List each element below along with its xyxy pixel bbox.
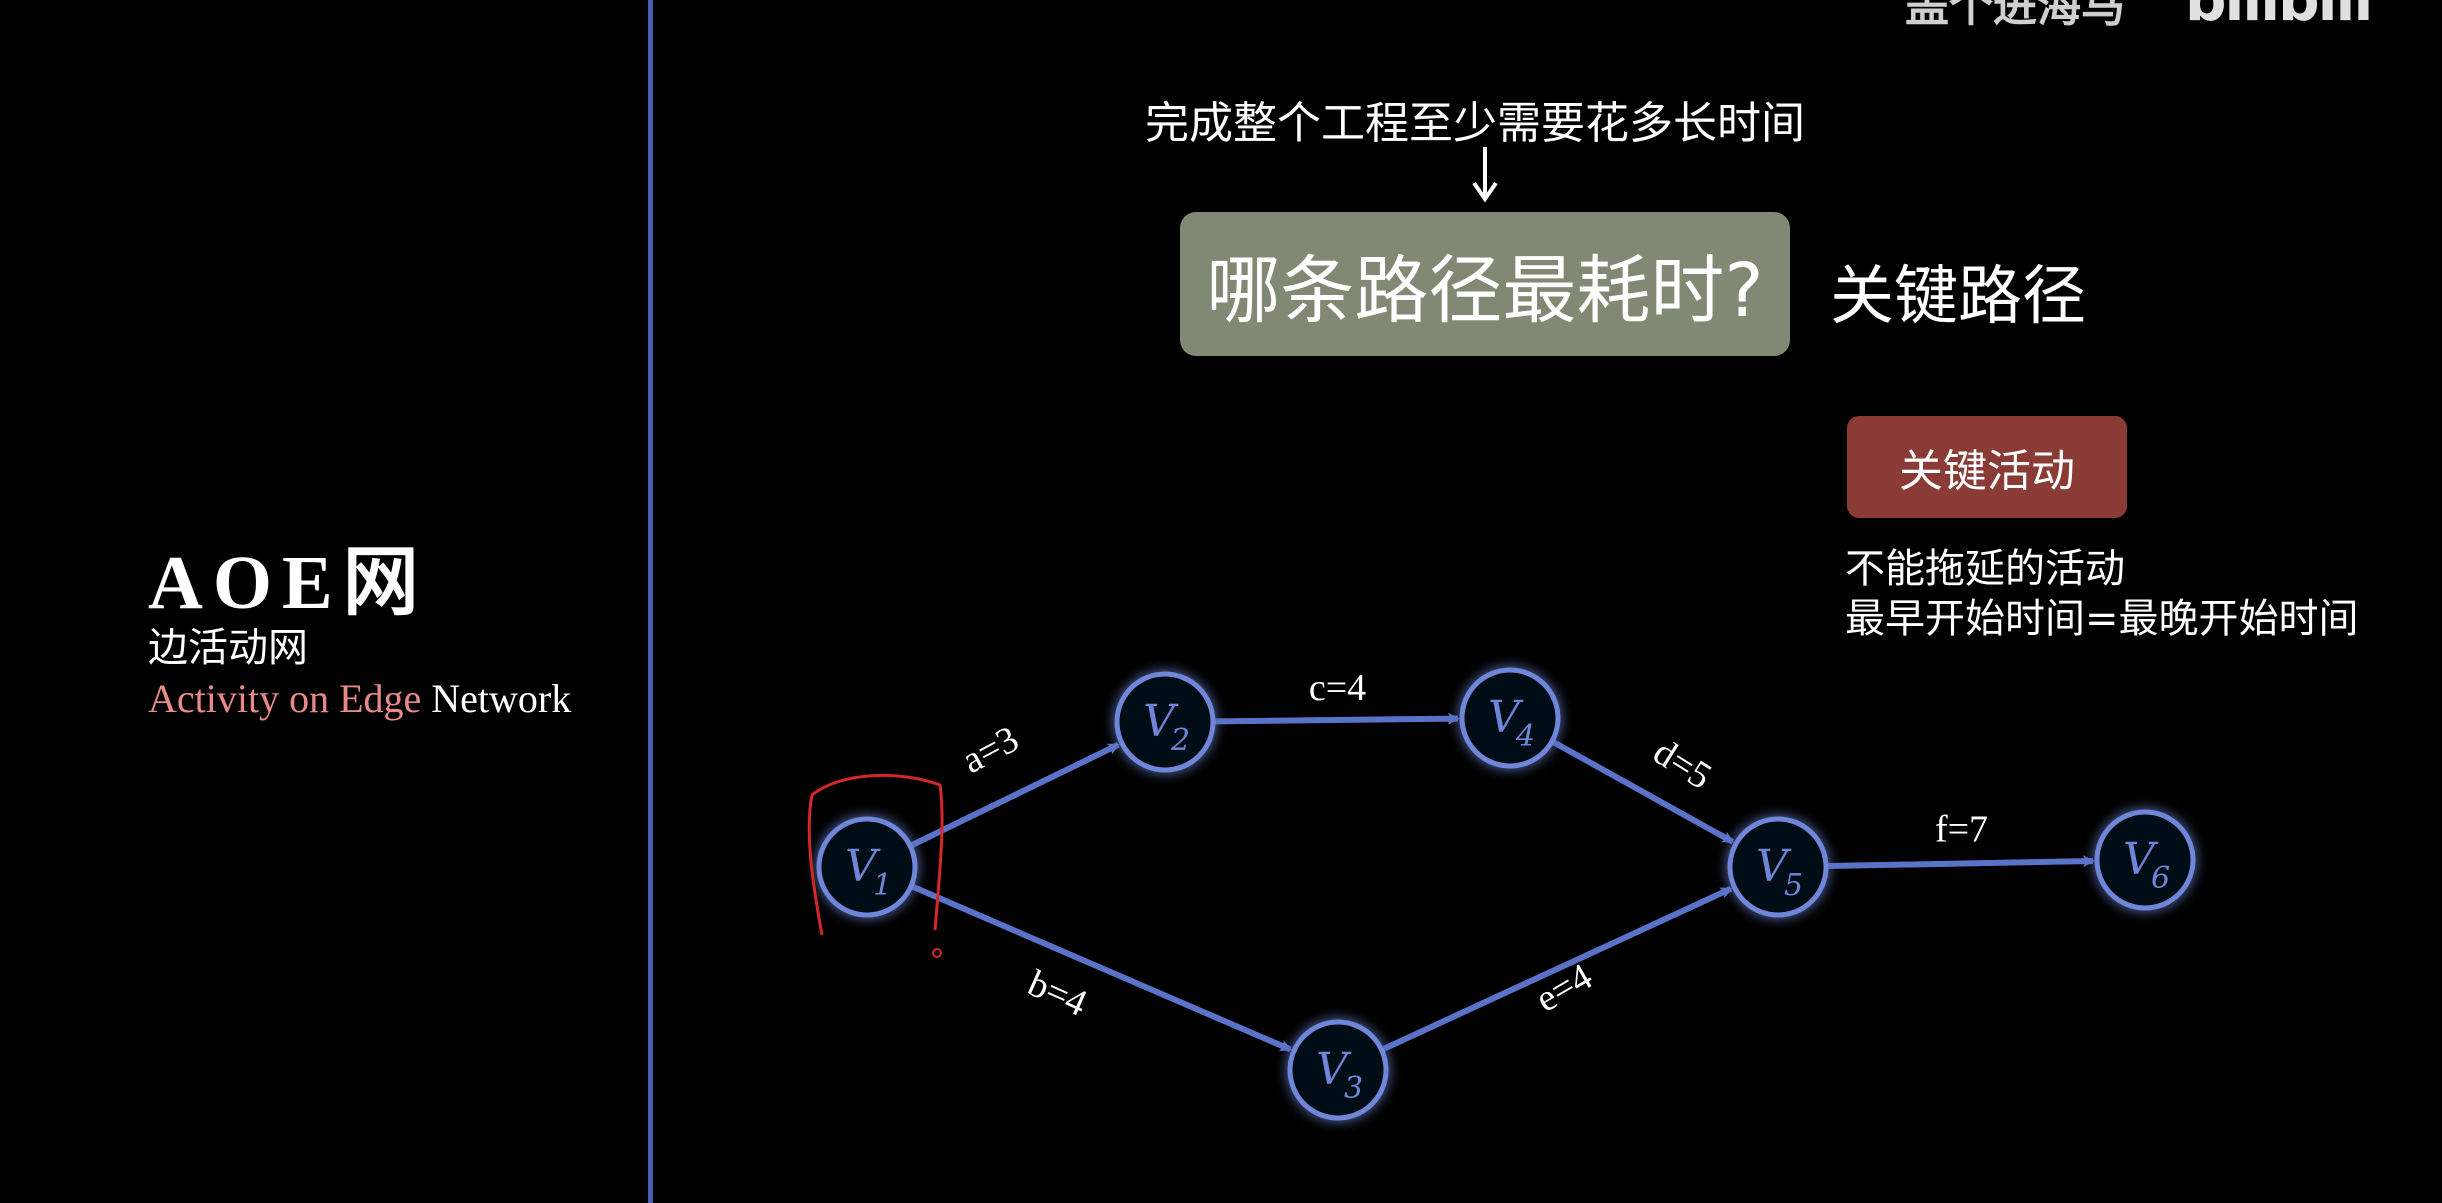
edge-label-v5-v6: f=7 [1935, 809, 1988, 851]
vertical-divider [648, 0, 653, 1203]
subtitle-english: Activity on Edge Network [148, 675, 571, 722]
red-annotation-bracket [807, 773, 944, 936]
edge-v3-v5 [1382, 886, 1733, 1052]
edge-label-v1-v2: a=3 [955, 718, 1025, 782]
edge-label-v3-v5: e=4 [1529, 956, 1600, 1021]
node-label: V [2123, 834, 2159, 885]
english-rest: Network [421, 676, 572, 721]
edge-v5-v6 [1827, 855, 2096, 870]
description-line-2: 最早开始时间=最晚开始时间 [1845, 596, 2359, 642]
node-subscript: 5 [1784, 868, 1803, 903]
node-circle [816, 816, 918, 918]
edge-v1-v2 [910, 742, 1121, 848]
down-arrow-icon [1472, 147, 1498, 203]
edge-label-v4-v5: d=5 [1646, 731, 1719, 798]
node-circle [1287, 1019, 1389, 1121]
edge-v2-v4 [1214, 712, 1461, 725]
node-v3: V3 [1287, 1019, 1389, 1121]
node-v5: V5 [1727, 816, 1829, 918]
node-circle [1114, 671, 1216, 773]
subtitle-chinese: 边活动网 [148, 625, 308, 671]
node-circle [1459, 667, 1561, 769]
english-highlight: Activity on Edge [148, 676, 422, 721]
node-v6: V6 [2094, 809, 2196, 911]
node-subscript: 3 [1344, 1071, 1363, 1106]
node-label: V [1143, 696, 1179, 747]
node-v2: V2 [1114, 671, 1216, 773]
red-annotation-dot [932, 948, 942, 958]
node-label: V [1316, 1044, 1352, 1095]
question-text: 完成整个工程至少需要花多长时间 [1145, 98, 1805, 149]
edge-label-v2-v4: c=4 [1309, 667, 1366, 709]
node-subscript: 6 [2151, 861, 2170, 896]
critical-activity-badge: 关键活动 [1847, 416, 2127, 518]
node-label: V [845, 841, 881, 892]
page-title: AOE网 [148, 541, 429, 625]
description-line-1: 不能拖延的活动 [1845, 546, 2125, 592]
edge-label-v1-v3: b=4 [1022, 962, 1093, 1025]
node-subscript: 4 [1515, 719, 1535, 754]
watermark-text: 盖个进海马 [1905, 0, 2125, 32]
node-label: V [1488, 692, 1524, 743]
node-v4: V4 [1459, 667, 1561, 769]
node-subscript: 1 [873, 868, 892, 903]
node-label: V [1756, 841, 1792, 892]
edge-v1-v3 [911, 884, 1293, 1053]
edge-v4-v5 [1552, 739, 1735, 845]
node-v1: V1 [816, 816, 918, 918]
critical-path-label: 关键路径 [1830, 260, 2086, 334]
node-circle [2094, 809, 2196, 911]
node-circle [1727, 816, 1829, 918]
node-subscript: 2 [1170, 723, 1190, 758]
bilibili-logo: bilibili [2185, 0, 2373, 34]
question-box: 哪条路径最耗时? [1180, 212, 1790, 356]
